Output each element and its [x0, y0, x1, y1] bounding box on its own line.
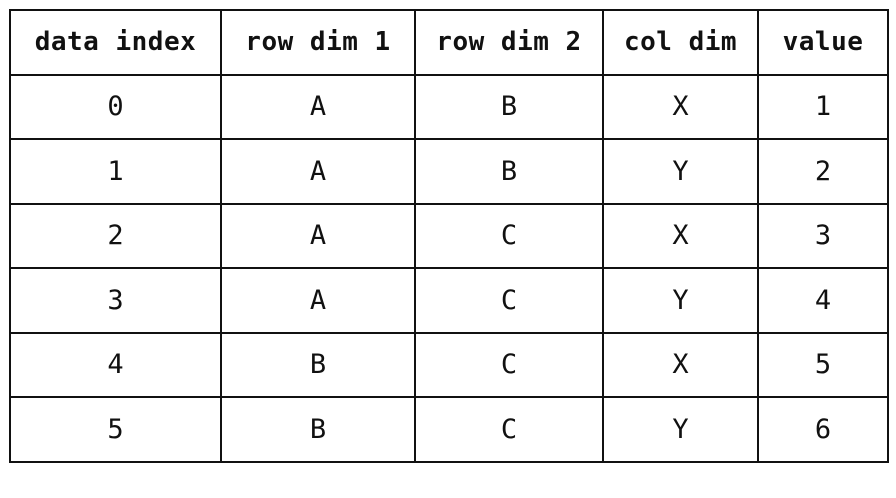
- cell-col-dim: X: [602, 331, 759, 398]
- header-row: data index row dim 1 row dim 2 col dim v…: [9, 9, 889, 76]
- cell-value: 3: [757, 202, 889, 269]
- cell-row-dim-2: B: [414, 138, 604, 205]
- cell-value: 2: [757, 138, 889, 205]
- table-row: 5 B C Y 6: [9, 396, 889, 463]
- cell-value: 5: [757, 331, 889, 398]
- cell-row-dim-2: C: [414, 202, 604, 269]
- cell-data-index: 5: [9, 396, 222, 463]
- table-row: 3 A C Y 4: [9, 267, 889, 334]
- cell-data-index: 2: [9, 202, 222, 269]
- cell-data-index: 0: [9, 73, 222, 140]
- cell-value: 6: [757, 396, 889, 463]
- cell-row-dim-1: A: [220, 267, 416, 334]
- table-row: 2 A C X 3: [9, 202, 889, 269]
- cell-value: 1: [757, 73, 889, 140]
- cell-row-dim-2: C: [414, 331, 604, 398]
- table-row: 0 A B X 1: [9, 73, 889, 140]
- cell-col-dim: Y: [602, 396, 759, 463]
- cell-data-index: 4: [9, 331, 222, 398]
- cell-row-dim-1: A: [220, 138, 416, 205]
- header-value: value: [757, 9, 889, 76]
- cell-data-index: 3: [9, 267, 222, 334]
- header-data-index: data index: [9, 9, 222, 76]
- header-col-dim: col dim: [602, 9, 759, 76]
- header-row-dim-2: row dim 2: [414, 9, 604, 76]
- table-row: 1 A B Y 2: [9, 138, 889, 205]
- cell-col-dim: X: [602, 202, 759, 269]
- cell-row-dim-2: C: [414, 396, 604, 463]
- cell-row-dim-2: C: [414, 267, 604, 334]
- header-row-dim-1: row dim 1: [220, 9, 416, 76]
- cell-row-dim-1: B: [220, 396, 416, 463]
- cell-row-dim-1: A: [220, 202, 416, 269]
- cell-col-dim: Y: [602, 138, 759, 205]
- cell-col-dim: X: [602, 73, 759, 140]
- table-row: 4 B C X 5: [9, 331, 889, 398]
- cell-row-dim-1: B: [220, 331, 416, 398]
- cell-value: 4: [757, 267, 889, 334]
- data-table: data index row dim 1 row dim 2 col dim v…: [9, 9, 889, 463]
- cell-row-dim-2: B: [414, 73, 604, 140]
- cell-row-dim-1: A: [220, 73, 416, 140]
- cell-col-dim: Y: [602, 267, 759, 334]
- cell-data-index: 1: [9, 138, 222, 205]
